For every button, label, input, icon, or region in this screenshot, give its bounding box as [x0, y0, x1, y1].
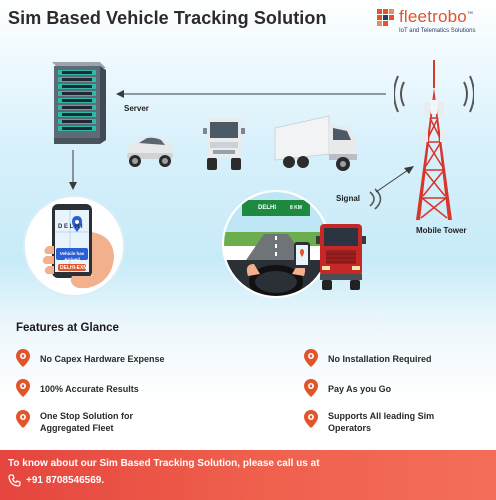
logo-wordmark: fleetrobo™ — [399, 7, 474, 26]
feature-label: 100% Accurate Results — [40, 384, 139, 394]
server-label: Server — [124, 104, 149, 113]
feature-item: Supports All leading Sim Operators — [304, 410, 478, 434]
feature-label: No Installation Required — [328, 354, 432, 364]
logo-tagline: IoT and Telematics Solutions — [399, 28, 476, 34]
feature-item: Pay As you Go — [304, 379, 391, 397]
location-pin-icon — [304, 379, 318, 397]
location-pin-icon — [304, 410, 318, 428]
car-illustration — [126, 136, 174, 167]
location-pin-icon — [304, 349, 318, 367]
feature-label: Supports All leading Sim Operators — [328, 411, 435, 433]
phone-badge: DELHI-EXM — [60, 265, 88, 271]
truck-illustration — [274, 115, 357, 171]
page-title: Sim Based Vehicle Tracking Solution — [8, 8, 327, 28]
van-illustration — [203, 118, 245, 170]
location-pin-icon — [16, 410, 30, 428]
phone-icon — [8, 474, 21, 487]
feature-item: No Installation Required — [304, 349, 432, 367]
red-truck-illustration — [316, 224, 366, 290]
arrow-truck-to-tower-icon — [375, 166, 414, 193]
signal-waves-icon — [369, 188, 382, 210]
feature-label: No Capex Hardware Expense — [40, 354, 165, 364]
arrow-server-to-phone-icon — [69, 150, 77, 190]
footer-phone-number[interactable]: +91 8708546569. — [26, 475, 105, 486]
feature-label: Pay As you Go — [328, 384, 392, 394]
arrow-tower-to-server-icon — [116, 90, 386, 98]
phone-screen-text: D E L H I — [58, 224, 83, 230]
feature-item: One Stop Solution for Aggregated Fleet — [16, 410, 168, 434]
mobile-tower-label: Mobile Tower — [416, 226, 467, 235]
location-pin-icon — [16, 349, 30, 367]
fleetrobo-logo[interactable]: fleetrobo™ IoT and Telematics Solutions — [377, 7, 492, 37]
phone-hand-illustration — [23, 195, 125, 297]
driving-scene-illustration — [222, 190, 330, 298]
footer-cta-text: To know about our Sim Based Tracking Sol… — [8, 458, 320, 469]
features-title: Features at Glance — [16, 322, 119, 334]
feature-item: No Capex Hardware Expense — [16, 349, 165, 367]
mobile-tower-illustration — [394, 60, 474, 220]
server-illustration — [52, 62, 106, 144]
logo-trademark: ™ — [466, 11, 474, 18]
location-pin-icon — [16, 379, 30, 397]
contact-footer: To know about our Sim Based Tracking Sol… — [0, 450, 496, 500]
feature-item: 100% Accurate Results — [16, 379, 139, 397]
road-sign-text: DELHI — [258, 205, 276, 211]
phone-notification: Vehicle has Arrived — [59, 251, 85, 262]
signal-label: Signal — [336, 194, 361, 203]
road-sign-km: 8 KM — [290, 205, 302, 211]
logo-grid-icon — [377, 9, 394, 26]
feature-label: One Stop Solution for Aggregated Fleet — [40, 411, 133, 433]
